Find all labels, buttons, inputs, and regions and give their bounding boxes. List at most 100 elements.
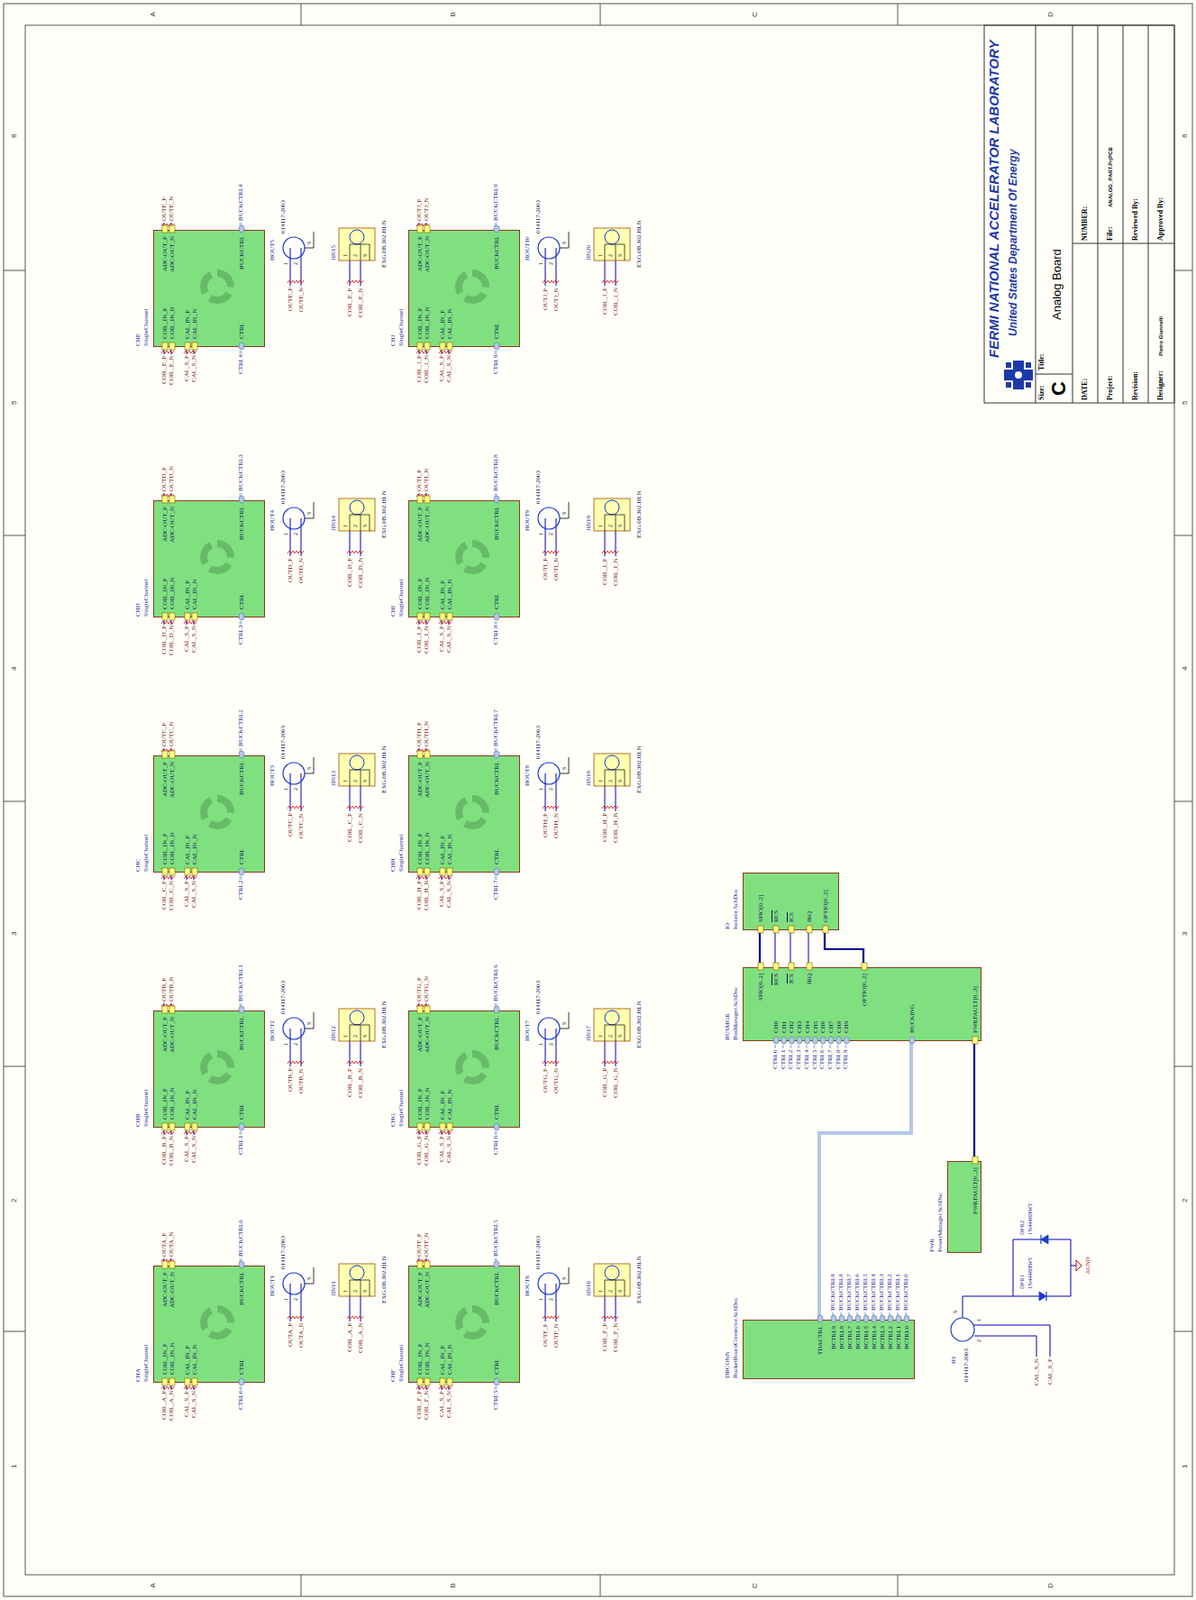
harness-pin: [493, 1005, 500, 1014]
pin-name: CH0: [772, 1021, 780, 1033]
pin-name: 1: [283, 787, 289, 791]
diff-pair-mark: [161, 1131, 174, 1134]
net-label: BUCKCTRL5: [492, 1219, 500, 1257]
jack-connector: JIN18EXG.0B.302.HLN12S: [584, 735, 645, 794]
port-pin: [417, 612, 423, 621]
port-pin: [417, 495, 423, 503]
pin-name: 2: [976, 1339, 982, 1343]
harness-pin: [796, 1036, 803, 1044]
net-label: COIL_B_N: [356, 1068, 365, 1098]
bus-stub: [239, 1131, 243, 1135]
net-label: CTRL3: [237, 625, 245, 645]
pin-name: 1: [538, 1297, 544, 1301]
net-label: COIL_I_N: [611, 557, 620, 586]
diff-pair-mark: [346, 550, 364, 554]
pin-name: COIL_IN_N: [168, 306, 176, 339]
pin-name: COIL_IN_P: [416, 1087, 424, 1120]
net-label: OUTE_P: [160, 197, 168, 221]
net-label: COIL_H_P: [415, 880, 423, 910]
pin-name: BUCKCTRL: [237, 506, 246, 540]
pin-name: CAL_IN_P: [438, 310, 447, 339]
net-label: OUTA_N: [167, 1232, 175, 1257]
net-label: BUCKCTRL6: [853, 1273, 861, 1311]
net-label: COIL_I_P: [601, 557, 609, 585]
zone-marker: 3: [9, 931, 19, 936]
diff-pair-mark: [416, 876, 430, 879]
pin-name: CTRL: [237, 1103, 246, 1120]
wire-stroke: [545, 1283, 547, 1322]
wire-stroke: [290, 1283, 292, 1322]
hout-connector: HOUT3014117-200312S: [268, 707, 323, 794]
sheet-designator: JIN11: [329, 1280, 338, 1297]
pin-name: S: [306, 1277, 312, 1280]
net-label: CTRL1: [779, 1049, 787, 1069]
harness-pin: [836, 1036, 842, 1044]
watermark: [203, 1308, 231, 1336]
pin-name: CTRL: [493, 593, 501, 610]
net-label: COIL_B_N: [167, 1135, 175, 1166]
wire-stroke: [301, 1283, 302, 1322]
pin-name: COIL_IN_P: [161, 1342, 169, 1375]
bus-wire: [819, 1040, 912, 1320]
pin-name: BCTRL8: [838, 1325, 846, 1350]
sheet-designator: CHI: [389, 605, 397, 617]
pin-name: 2: [352, 1289, 358, 1293]
pin-name: 2: [547, 262, 554, 265]
sheet-designator: SingleChannel: [142, 834, 150, 872]
connector-circle: [950, 1317, 975, 1342]
port-pin: [162, 342, 168, 350]
wire-stroke: [290, 247, 292, 286]
channel-block: CHDSingleChannelCOIL_IN_PCOIL_IN_NCAL_IN…: [153, 500, 265, 618]
net-label: BUCKCTRL2: [885, 1273, 894, 1311]
zone-marker: 1: [1180, 1464, 1190, 1469]
diff-pair-mark: [287, 280, 304, 284]
watermark: [458, 543, 486, 571]
port-pin: [191, 342, 198, 350]
harness-pin: [828, 1036, 834, 1044]
wire-stroke: [556, 518, 557, 557]
channel-block: CHJSingleChannelCOIL_IN_PCOIL_IN_NCAL_IN…: [408, 229, 521, 347]
pin-name: BCTRL7: [846, 1325, 854, 1350]
channel-block: CHBSingleChannelCOIL_IN_PCOIL_IN_NCAL_IN…: [153, 1010, 265, 1128]
pin-name: S: [561, 1022, 567, 1025]
diff-pair-mark: [438, 620, 452, 624]
net-label: OUTH_N: [422, 721, 430, 747]
sheet-designator: CHG: [389, 1113, 397, 1127]
pin-name: CAL_IN_P: [438, 580, 447, 610]
pin-name: COIL_IN_P: [161, 307, 169, 339]
port-pin: [424, 867, 430, 876]
wire-stroke: [556, 1028, 557, 1067]
zone-marker: A: [148, 1582, 158, 1588]
pin-name: ADC-OUT_N: [423, 1016, 431, 1053]
wire-stroke: [290, 518, 292, 557]
diode-symbol: [1040, 1234, 1049, 1244]
port-pin: [162, 612, 168, 621]
port-pin: [424, 225, 430, 233]
pin-name: 2: [352, 254, 358, 257]
port-pin: [861, 962, 868, 970]
jack-pins: [604, 769, 625, 786]
diff-pair-mark: [602, 805, 619, 809]
net-label: BUCKCTRL6: [492, 964, 500, 1002]
net-label: CTRL1: [237, 1135, 245, 1155]
jack-body: [338, 1008, 375, 1041]
net-label: BUCKCTRL4: [237, 183, 245, 221]
net-label: COIL_C_N: [356, 812, 365, 843]
pin-name: CAL_IN_N: [446, 1344, 454, 1375]
jack-connector: JIN19EXG.0B.302.HLN12S: [584, 480, 645, 539]
wire-stroke: [545, 1028, 547, 1067]
sheet-designator: HOUT6: [523, 1275, 531, 1297]
net-label: CTRL2: [786, 1049, 795, 1069]
harness-pin: [863, 1314, 869, 1323]
port-pin: [788, 962, 795, 970]
port-pin: [162, 495, 168, 503]
net-label: BUCKCTRL0: [902, 1273, 910, 1311]
net-label: CTRL5: [811, 1049, 819, 1069]
harness-pin: [238, 495, 245, 503]
connector-circle: [538, 507, 560, 530]
pin-name: S: [362, 1034, 368, 1038]
net-label: COIL_C_N: [167, 880, 175, 911]
diff-pair-mark: [416, 1131, 430, 1134]
busmanager-sheet: BUSMGRBusManager.SchDocSPIO[0..2]RCSICSI…: [742, 967, 982, 1041]
pin-name: COIL_IN_P: [161, 577, 169, 610]
